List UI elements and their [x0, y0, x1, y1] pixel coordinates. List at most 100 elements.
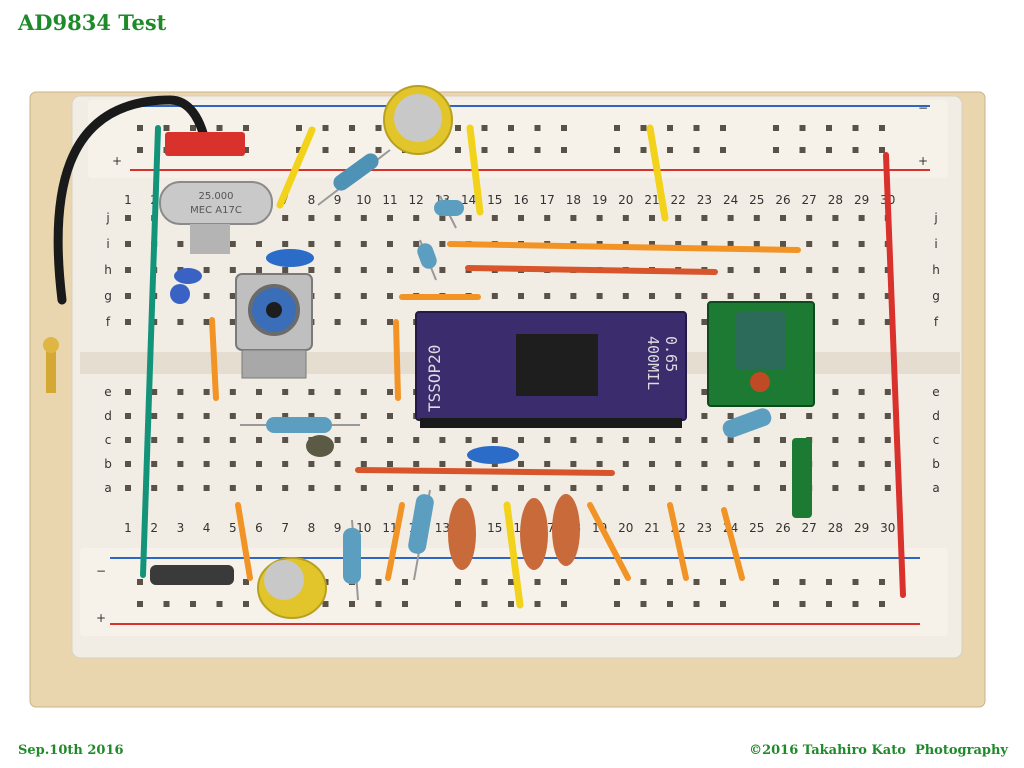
breadboard-hole — [727, 437, 734, 443]
ceramic-disc-capacitor — [306, 435, 334, 457]
breadboard-hole — [544, 215, 551, 221]
rail-hole — [852, 579, 859, 585]
rail-hole — [799, 579, 806, 585]
breadboard-hole — [203, 267, 210, 273]
rail-hole — [640, 147, 647, 153]
breadboard-hole — [387, 267, 393, 273]
rail-hole — [799, 125, 806, 131]
rail-hole — [163, 125, 170, 131]
resistor — [417, 239, 437, 281]
breadboard-hole — [177, 437, 184, 443]
row-letter: i — [106, 237, 109, 251]
breadboard-hole — [570, 293, 577, 299]
breadboard-hole — [701, 437, 708, 443]
breadboard-hole — [151, 413, 158, 419]
breadboard-hole — [753, 267, 760, 273]
crystal-label: 25.000 — [199, 191, 234, 202]
breadboard-hole — [858, 267, 865, 273]
row-letter: f — [934, 315, 939, 329]
crystal-bracket — [190, 224, 230, 254]
breadboard-hole — [491, 215, 498, 221]
breadboard-hole — [229, 413, 236, 419]
breadboard-hole — [858, 319, 865, 325]
breadboard-hole — [884, 485, 891, 491]
breadboard-hole — [308, 461, 315, 467]
breadboard-hole — [780, 293, 786, 299]
row-letter: e — [104, 385, 111, 399]
row-letter: e — [932, 385, 939, 399]
breadboard-hole — [780, 413, 786, 419]
breadboard-hole — [622, 485, 629, 491]
crystal-oscillator — [159, 181, 273, 225]
rail-hole — [243, 601, 249, 607]
row-letter: b — [104, 457, 112, 471]
breadboard-hole — [649, 461, 655, 467]
breadboard-hole — [360, 437, 367, 443]
breadboard-hole — [544, 485, 551, 491]
column-number: 1 — [124, 193, 132, 207]
breadboard-hole — [832, 389, 839, 395]
rail-hole — [508, 579, 514, 585]
breadboard-hole — [203, 437, 210, 443]
orange-jumper-wire — [721, 507, 745, 581]
breadboard-hole — [387, 437, 393, 443]
breadboard-hole — [753, 485, 760, 491]
rail-hole — [799, 147, 806, 153]
rail-hole — [534, 147, 541, 153]
breadboard-hole — [203, 389, 210, 395]
breadboard-hole — [282, 389, 289, 395]
rail-minus-sign: − — [96, 564, 106, 578]
breadboard-hole — [465, 461, 472, 467]
resistor — [434, 195, 464, 229]
rail-plus-sign: + — [96, 611, 106, 625]
column-number: 19 — [592, 193, 607, 207]
row-letter: h — [932, 263, 940, 277]
breadboard-hole — [256, 485, 262, 491]
column-number: 12 — [409, 193, 424, 207]
breadboard-hole — [727, 293, 734, 299]
rail-hole — [852, 601, 859, 607]
breadboard-hole — [649, 293, 655, 299]
breadboard-hole — [256, 413, 262, 419]
breadboard-hole — [858, 389, 865, 395]
breadboard-hole — [465, 437, 472, 443]
rail-hole — [322, 601, 329, 607]
row-letter: b — [932, 457, 940, 471]
breadboard-hole — [125, 293, 131, 299]
ceramic-disc-capacitor — [552, 494, 580, 566]
breadboard-hole — [229, 461, 236, 467]
rail-hole — [852, 125, 859, 131]
rail-hole — [216, 601, 223, 607]
rail-hole — [534, 579, 541, 585]
breadboard-hole — [229, 241, 236, 247]
row-letter: c — [105, 433, 112, 447]
adapter-pin-header — [420, 418, 682, 428]
breadboard-hole — [832, 267, 839, 273]
rail-hole — [667, 601, 673, 607]
breadboard-hole — [832, 319, 839, 325]
breadboard-hole — [334, 267, 341, 273]
orange-jumper-wire — [209, 317, 219, 401]
breadboard-hole — [596, 215, 603, 221]
column-number: 8 — [308, 521, 316, 535]
breadboard-hole — [570, 485, 577, 491]
photo-date: Sep.10th 2016 — [18, 743, 124, 758]
rail-hole — [349, 125, 355, 131]
breadboard-hole — [832, 485, 839, 491]
rail-hole — [349, 601, 355, 607]
breadboard-hole — [387, 319, 393, 325]
orange-jumper-wire — [447, 241, 801, 253]
breadboard-hole — [753, 437, 760, 443]
rail-plus-sign: + — [112, 154, 122, 168]
breadboard-hole — [360, 319, 367, 325]
rail-hole — [614, 125, 620, 131]
breadboard-hole — [256, 267, 262, 273]
breadboard-hole — [334, 413, 341, 419]
breadboard-hole — [203, 461, 210, 467]
rail-hole — [799, 601, 806, 607]
transformer-winding — [750, 372, 770, 392]
breadboard-hole — [675, 437, 682, 443]
column-number: 13 — [435, 521, 450, 535]
breadboard-hole — [780, 485, 786, 491]
